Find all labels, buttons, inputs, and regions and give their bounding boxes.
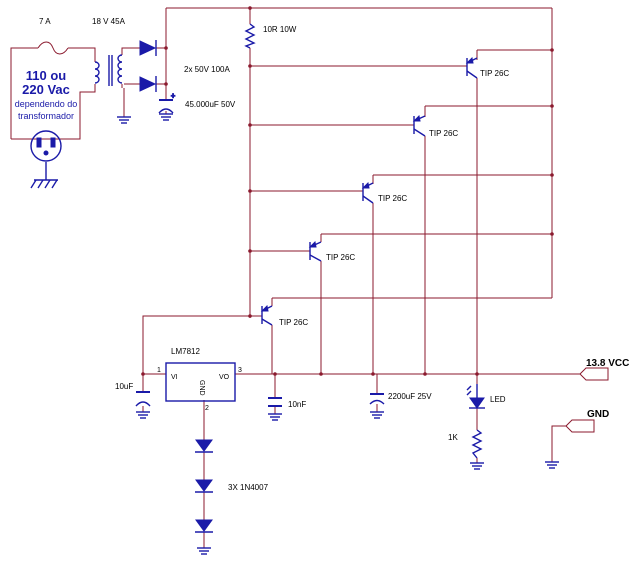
capacitor-main: + bbox=[158, 92, 176, 114]
rectifier-diode-bottom bbox=[139, 76, 157, 92]
ground-earth-chassis bbox=[30, 162, 58, 189]
transistor-tip26c-3 bbox=[361, 181, 374, 204]
label-tip-5: TIP 26C bbox=[279, 318, 308, 327]
vcc-port-icon bbox=[579, 367, 609, 381]
diode-1n4007-3 bbox=[195, 519, 213, 533]
label-transformer: 18 V 45A bbox=[92, 17, 126, 26]
capacitor-2200uf bbox=[369, 393, 385, 405]
label-resistor-10r: 10R 10W bbox=[263, 25, 297, 34]
label-mains-1: 110 ou bbox=[26, 68, 67, 83]
resistor-10r bbox=[244, 23, 256, 49]
label-cap-10uf: 10uF bbox=[115, 382, 133, 391]
label-reg-vo: VO bbox=[219, 374, 230, 381]
ground-output bbox=[545, 461, 559, 469]
label-reg-pin1: 1 bbox=[157, 367, 161, 374]
label-diodes-bridge: 2x 50V 100A bbox=[184, 65, 230, 74]
fuse bbox=[37, 41, 69, 55]
mains-plug-icon bbox=[30, 130, 62, 162]
label-cap-main: 45.000uF 50V bbox=[185, 100, 236, 109]
transistor-tip26c-5 bbox=[260, 304, 273, 326]
transistor-tip26c-4 bbox=[308, 240, 322, 262]
ground-1k bbox=[470, 462, 484, 470]
wires bbox=[10, 7, 580, 548]
label-tip-4: TIP 26C bbox=[326, 253, 355, 262]
label-cap-10nf: 10nF bbox=[288, 400, 306, 409]
label-resistor-1k: 1K bbox=[448, 433, 458, 442]
label-led: LED bbox=[490, 395, 506, 404]
label-mains-3: dependendo do bbox=[15, 99, 78, 109]
gnd-port-icon bbox=[565, 419, 595, 433]
transformer bbox=[94, 54, 123, 86]
led-indicator bbox=[466, 384, 485, 409]
label-diodes-series: 3X 1N4007 bbox=[228, 483, 269, 492]
label-gnd-port: GND bbox=[587, 409, 609, 420]
capacitor-10nf bbox=[268, 397, 282, 407]
label-vcc-port: 13.8 VCC bbox=[586, 358, 629, 369]
label-reg-gnd: GND bbox=[198, 380, 205, 396]
ground-transformer bbox=[117, 116, 131, 124]
svg-text:+: + bbox=[171, 93, 175, 100]
label-tip-2: TIP 26C bbox=[429, 129, 458, 138]
label-regulator: LM7812 bbox=[171, 347, 200, 356]
junctions bbox=[141, 6, 554, 376]
ground-diodes bbox=[197, 547, 211, 555]
diode-1n4007-1 bbox=[195, 439, 213, 453]
label-reg-pin3: 3 bbox=[238, 367, 242, 374]
regulator-lm7812 bbox=[165, 362, 236, 402]
ground-main-cap bbox=[159, 113, 173, 121]
resistor-1k bbox=[471, 429, 483, 459]
transistor-tip26c-2 bbox=[412, 114, 426, 137]
label-mains-2: 220 Vac bbox=[22, 82, 70, 97]
label-fuse: 7 A bbox=[39, 17, 51, 26]
diode-1n4007-2 bbox=[195, 479, 213, 493]
label-cap-2200: 2200uF 25V bbox=[388, 392, 432, 401]
label-tip-3: TIP 26C bbox=[378, 194, 407, 203]
label-mains-4: transformador bbox=[18, 111, 74, 121]
capacitor-10uf bbox=[135, 391, 151, 407]
ground-10uf bbox=[136, 411, 150, 419]
ground-10nf bbox=[268, 413, 282, 421]
label-reg-pin2: 2 bbox=[205, 405, 209, 412]
label-tip-1: TIP 26C bbox=[480, 69, 509, 78]
transistor-tip26c-1 bbox=[465, 56, 478, 79]
ground-2200uf bbox=[370, 411, 384, 419]
rectifier-diode-top bbox=[139, 40, 157, 56]
label-reg-vi: VI bbox=[171, 374, 178, 381]
